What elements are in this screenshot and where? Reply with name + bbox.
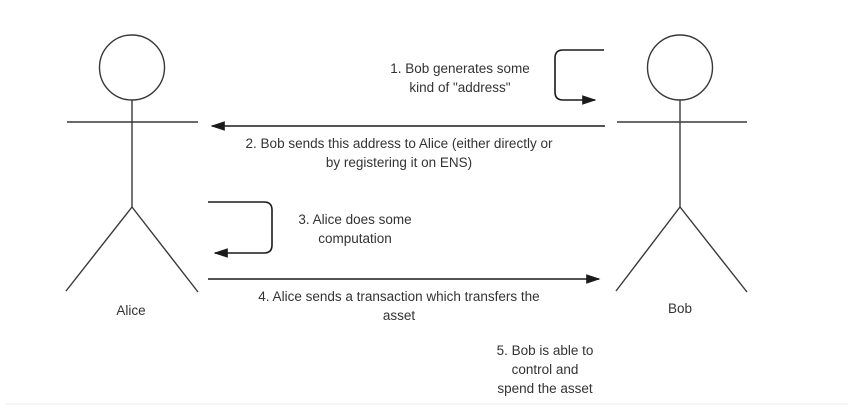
alice-left-leg xyxy=(65,206,133,292)
alice-label: Alice xyxy=(116,303,146,318)
bob-label: Bob xyxy=(667,301,693,316)
alice-stick-figure xyxy=(65,34,199,293)
bob-left-leg xyxy=(615,206,681,292)
step3-note: 3. Alice does some computation xyxy=(298,212,412,246)
bob-head xyxy=(646,34,714,101)
bob-right-leg xyxy=(679,206,748,293)
step1-note: 1. Bob generates some kind of "address" xyxy=(390,61,530,95)
alice-self-loop-arrow xyxy=(208,201,273,258)
step5-note: 5. Bob is able to control and spend the … xyxy=(496,343,594,396)
step2-note: 2. Bob sends this address to Alice (eith… xyxy=(245,136,553,170)
alice-right-leg xyxy=(131,206,199,293)
bob-stick-figure xyxy=(615,34,748,293)
step4-note: 4. Alice sends a transaction which trans… xyxy=(258,289,540,323)
bob-self-loop-arrow xyxy=(554,49,604,105)
alice-head xyxy=(98,34,166,101)
